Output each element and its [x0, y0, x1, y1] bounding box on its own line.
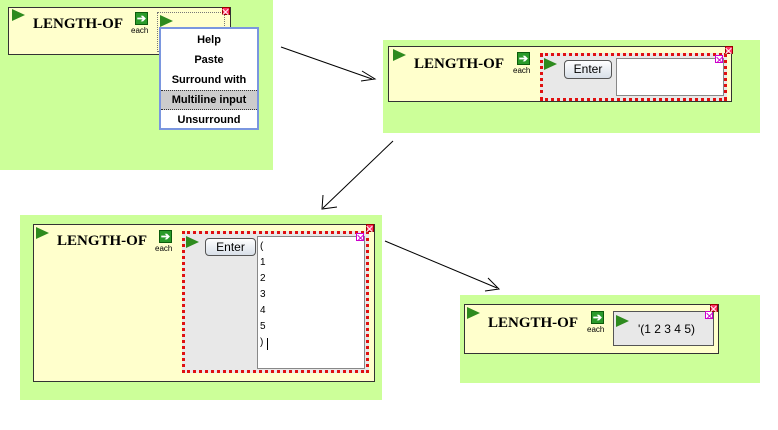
- stage3-box: LENGTH-OF ➔ each Enter ( 1 2 3 4 5 ): [33, 224, 375, 382]
- flag-icon[interactable]: [12, 9, 25, 21]
- stage3-panel: LENGTH-OF ➔ each Enter ( 1 2 3 4 5 ): [20, 215, 382, 400]
- each-arrow-icon[interactable]: ➔: [135, 12, 148, 25]
- flag-icon[interactable]: [36, 227, 49, 239]
- flag-icon[interactable]: [160, 15, 173, 27]
- stage4-panel: LENGTH-OF ➔ each '(1 2 3 4 5): [460, 295, 760, 383]
- stage4-box: LENGTH-OF ➔ each '(1 2 3 4 5): [464, 304, 719, 354]
- flag-icon[interactable]: [467, 307, 480, 319]
- each-label: each: [155, 244, 173, 253]
- input-line: 5: [260, 321, 266, 332]
- arrow-head: [321, 194, 338, 210]
- result-slot[interactable]: '(1 2 3 4 5): [613, 311, 714, 346]
- arrow-line: [384, 240, 498, 289]
- input-line: (: [260, 241, 264, 252]
- each-control[interactable]: ➔ each: [155, 230, 179, 253]
- multiline-input[interactable]: [616, 58, 724, 96]
- flag-icon[interactable]: [616, 315, 629, 327]
- context-menu: Help Paste Surround with Multiline input…: [159, 27, 259, 130]
- result-value: '(1 2 3 4 5): [638, 322, 695, 336]
- close-icon[interactable]: [705, 311, 713, 319]
- close-icon[interactable]: [366, 224, 374, 232]
- close-icon[interactable]: [356, 233, 364, 241]
- function-title: LENGTH-OF: [414, 56, 505, 72]
- flag-icon[interactable]: [544, 58, 557, 70]
- arrow-head: [484, 277, 501, 292]
- stage2-box: LENGTH-OF ➔ each Enter: [388, 46, 733, 102]
- input-line: 1: [260, 257, 266, 268]
- menu-item-surround-with[interactable]: Surround with: [171, 74, 247, 86]
- input-line: ): [260, 337, 264, 348]
- each-arrow-icon[interactable]: ➔: [159, 230, 172, 243]
- input-line: 4: [260, 305, 266, 316]
- close-icon[interactable]: [715, 55, 723, 63]
- menu-item-help[interactable]: Help: [197, 34, 221, 46]
- flag-icon[interactable]: [186, 236, 199, 248]
- each-arrow-icon[interactable]: ➔: [517, 52, 530, 65]
- each-control[interactable]: ➔ each: [131, 12, 155, 35]
- close-icon[interactable]: [725, 46, 733, 54]
- each-label: each: [587, 325, 605, 334]
- stage1-panel: LENGTH-OF ➔ each Help Paste Surround wit…: [0, 0, 273, 170]
- flag-icon[interactable]: [393, 49, 406, 61]
- close-icon[interactable]: [222, 7, 230, 15]
- enter-button[interactable]: Enter: [205, 238, 256, 256]
- arrow-head: [360, 70, 377, 82]
- function-title: LENGTH-OF: [488, 315, 579, 331]
- each-arrow-icon[interactable]: ➔: [591, 311, 604, 324]
- function-title: LENGTH-OF: [57, 233, 148, 249]
- enter-button[interactable]: Enter: [564, 60, 612, 79]
- input-slot[interactable]: Enter: [540, 53, 727, 101]
- function-title: LENGTH-OF: [33, 16, 124, 32]
- arrow-line: [322, 140, 394, 209]
- input-line: 3: [260, 289, 266, 300]
- input-slot[interactable]: Enter ( 1 2 3 4 5 ): [182, 231, 369, 373]
- multiline-input[interactable]: ( 1 2 3 4 5 ): [257, 236, 365, 369]
- close-icon[interactable]: [710, 304, 718, 312]
- input-line: 2: [260, 273, 266, 284]
- each-label: each: [131, 26, 149, 35]
- menu-item-multiline-input[interactable]: Multiline input: [161, 90, 257, 110]
- each-control[interactable]: ➔ each: [587, 311, 611, 334]
- menu-item-unsurround[interactable]: Unsurround: [177, 114, 241, 126]
- each-control[interactable]: ➔ each: [513, 52, 537, 75]
- menu-item-paste[interactable]: Paste: [194, 54, 224, 66]
- text-cursor: [267, 338, 268, 350]
- each-label: each: [513, 66, 531, 75]
- arrow-line: [280, 46, 373, 80]
- stage2-panel: LENGTH-OF ➔ each Enter: [383, 40, 760, 133]
